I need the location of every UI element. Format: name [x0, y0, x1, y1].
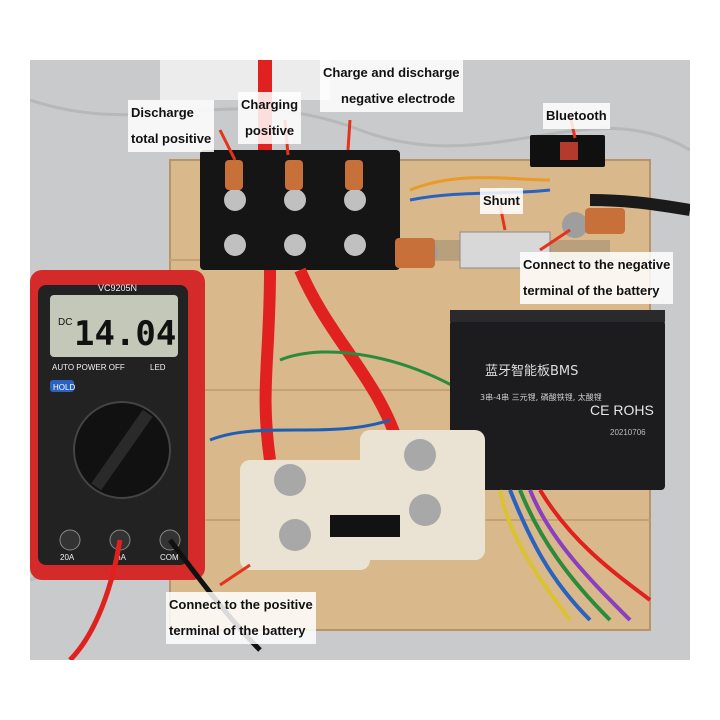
model-label: VC9205N — [98, 283, 137, 293]
bms-date: 20210706 — [610, 428, 646, 437]
photo: 蓝牙智能板BMS 3串-4串 三元锂, 磷酸铁锂, 太酸锂 CE ROHS 20… — [30, 60, 690, 660]
label-charging-positive: Charging positive — [238, 92, 302, 144]
red-wire — [259, 269, 276, 461]
label-negative-terminal: Connect to the negative terminal of the … — [520, 252, 674, 304]
bluetooth-module — [530, 135, 605, 167]
label-positive-terminal: Connect to the positive terminal of the … — [166, 592, 316, 644]
label-line: total positive — [131, 131, 212, 146]
label-line: Charging — [241, 97, 299, 112]
lcd-mode: DC — [58, 317, 72, 328]
port-ma: mA — [114, 553, 127, 562]
label-line: Discharge — [131, 105, 194, 120]
lcd-reading: 14.04 — [74, 314, 176, 354]
bms-subtitle: 3串-4串 三元锂, 磷酸铁锂, 太酸锂 — [480, 392, 602, 402]
label-bluetooth: Bluetooth — [543, 103, 610, 129]
red-wire — [294, 267, 406, 452]
bms-box: 蓝牙智能板BMS 3串-4串 三元锂, 磷酸铁锂, 太酸锂 CE ROHS 20… — [450, 310, 665, 490]
probe-wire — [68, 539, 123, 660]
port-20a: 20A — [60, 553, 75, 562]
lcd-screen — [50, 295, 178, 357]
label-line: Connect to the positive — [169, 597, 313, 612]
auto-power-label: AUTO POWER OFF — [52, 363, 125, 372]
green-wire — [279, 350, 461, 392]
multimeter: DC 14.04 VC9205N AUTO POWER OFF LED HOLD… — [30, 270, 205, 580]
bms-cert: CE ROHS — [590, 402, 654, 418]
label-shunt: Shunt — [480, 188, 523, 214]
orange-wire — [409, 176, 551, 192]
terminal-block — [200, 150, 400, 270]
hold-label: HOLD — [53, 383, 75, 392]
label-line: Connect to the negative — [523, 257, 671, 272]
label-line: terminal of the battery — [169, 623, 306, 638]
port-com: COM — [160, 553, 179, 562]
black-cable — [589, 194, 690, 216]
label-charge-discharge-negative: Charge and discharge negative electrode — [320, 60, 463, 112]
label-discharge-total-positive: Discharge total positive — [128, 100, 215, 152]
label-line: Charge and discharge — [323, 65, 460, 80]
label-line: positive — [244, 123, 295, 138]
bms-title: 蓝牙智能板BMS — [485, 364, 578, 379]
wire-bundle — [498, 488, 652, 622]
terminal-bases — [240, 430, 485, 570]
label-line: negative electrode — [341, 91, 456, 106]
led-label: LED — [150, 363, 166, 372]
label-line: terminal of the battery — [523, 283, 660, 298]
blue-wire — [209, 418, 391, 442]
